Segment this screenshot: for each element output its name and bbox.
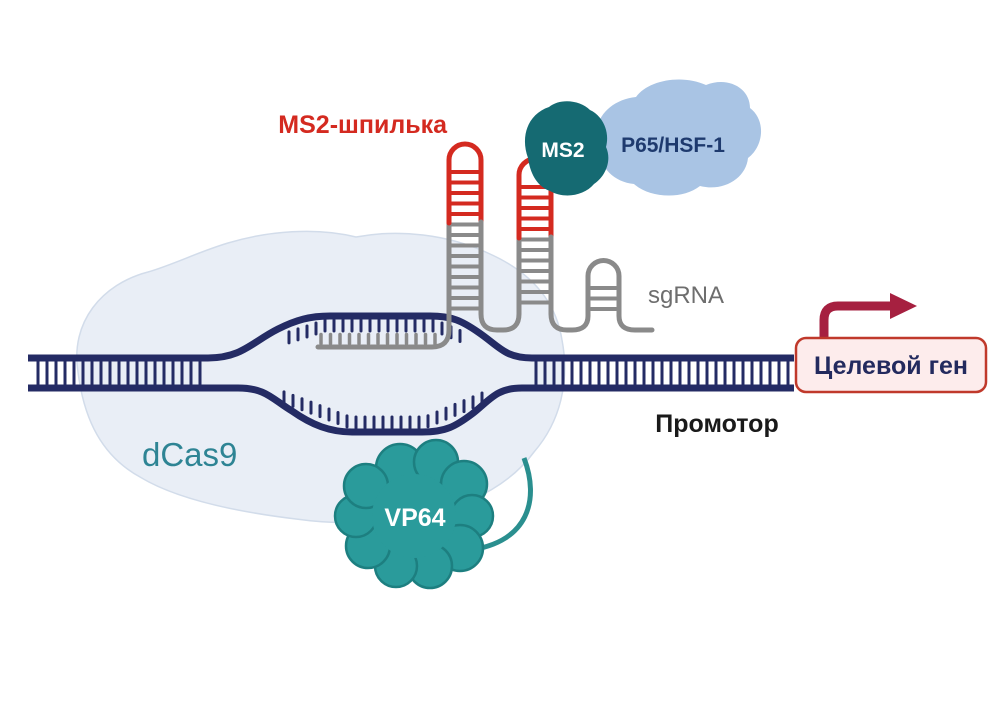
- dna-bubble-top-ticks: [287, 318, 462, 345]
- p65-hsf1-blob: [596, 79, 762, 196]
- target-gene-box: [794, 336, 988, 394]
- sgrna-guide-segment: [315, 219, 452, 350]
- ms2-blob: [524, 101, 609, 196]
- transcription-arrow: [819, 293, 917, 348]
- sgrna-backbone-mid: [478, 219, 522, 333]
- hairpin-rungs: [449, 170, 618, 311]
- dcas9-label: dCas9: [142, 436, 237, 473]
- transcription-arrow-head: [890, 293, 917, 319]
- dna-strand-bottom: [28, 384, 794, 436]
- vp64-label: VP64: [384, 504, 445, 532]
- dna-rungs-left: [36, 360, 202, 386]
- dna-double-helix: [28, 312, 794, 436]
- dcas9-blob: [76, 230, 566, 524]
- sgrna-scaffold-hairpin: [548, 234, 655, 333]
- target-gene-label: Целевой ген: [814, 352, 968, 380]
- promoter-label: Промотор: [655, 410, 778, 438]
- sgrna-guide-ticks: [319, 332, 437, 346]
- ms2-hairpin-1-loop: [446, 141, 484, 226]
- dna-strand-top: [28, 312, 794, 362]
- ms2-hairpin-label: MS2-шпилька: [278, 111, 448, 139]
- dna-bubble-bottom-ticks: [282, 390, 484, 430]
- vp64-blob: [333, 438, 495, 590]
- ms2-label: MS2: [541, 139, 584, 162]
- vp64-tether: [469, 457, 533, 553]
- transcription-arrow-shaft: [819, 301, 892, 348]
- p65-hsf1-label: P65/HSF-1: [621, 134, 725, 157]
- sgrna-label: sgRNA: [648, 282, 724, 309]
- dna-rungs-right: [534, 360, 790, 386]
- vp64-complex: VP64: [333, 438, 533, 590]
